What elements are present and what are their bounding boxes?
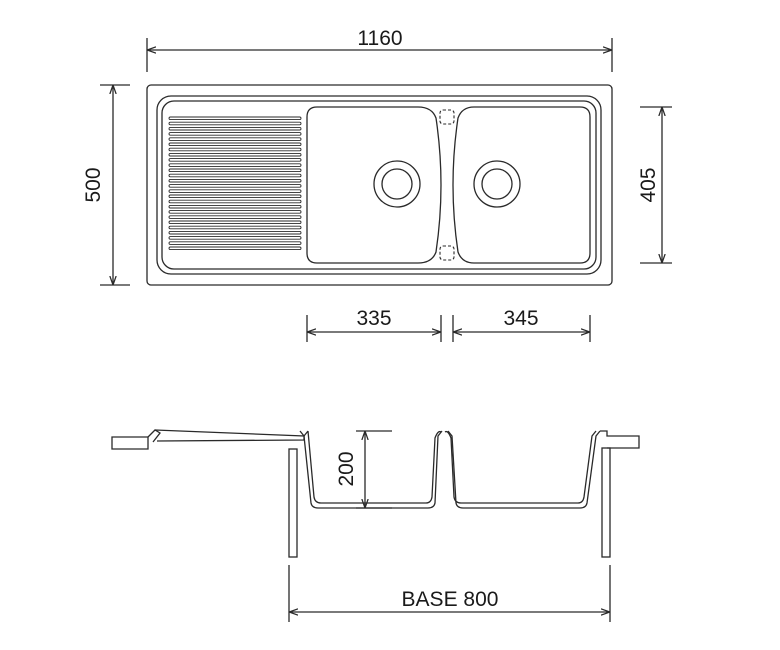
- drainboard-rib: [168, 220, 302, 225]
- drainboard-rib: [168, 132, 302, 136]
- label-overall-depth: 500: [82, 167, 105, 202]
- drainboard-rib: [168, 194, 302, 199]
- drainboard-rib: [168, 225, 302, 230]
- drainboard-rib: [168, 126, 302, 131]
- drainboard-rib: [168, 246, 302, 251]
- drainboard-rib: [168, 199, 302, 204]
- section-view: [111, 429, 640, 622]
- drainboard-rib: [168, 210, 302, 214]
- sink-outer-rim: [146, 84, 613, 286]
- left-rim-lip: [111, 436, 149, 450]
- left-bowl: [306, 106, 442, 264]
- dimension-base: [288, 565, 611, 622]
- drainboard-rib: [168, 230, 302, 235]
- bowls-section-inner: [307, 430, 597, 504]
- label-base: BASE 800: [402, 588, 499, 611]
- sink-inner-rim: [156, 95, 602, 275]
- drainboard-rib: [168, 236, 302, 240]
- drainboard-rib: [168, 163, 302, 167]
- dimension-overall-depth: [100, 84, 130, 286]
- top-view: [100, 38, 672, 342]
- drainboard-rib: [168, 121, 302, 126]
- drainboard-section: [154, 429, 305, 442]
- drainboard-rib: [168, 152, 302, 157]
- drainboard-rib: [168, 116, 302, 121]
- dimension-bowl-height: [356, 430, 392, 509]
- label-right-bowl-width: 345: [503, 307, 538, 330]
- drainboard-rib: [168, 241, 302, 245]
- drainboard-rib: [168, 173, 302, 178]
- dimension-left-bowl-width: [306, 315, 442, 342]
- right-drain-outer: [473, 160, 521, 208]
- left-drain-outer: [373, 160, 421, 208]
- drainboard-rib: [168, 142, 302, 147]
- right-rim-lip: [600, 430, 640, 449]
- drainboard-rib: [168, 137, 302, 141]
- drainboard-rib: [168, 184, 302, 188]
- tap-hole-top: [439, 109, 455, 125]
- label-overall-width: 1160: [357, 27, 402, 50]
- drainboard-rib: [168, 204, 302, 209]
- dimension-right-bowl-width: [452, 315, 591, 342]
- dimension-overall-width: [146, 38, 613, 72]
- drainboard-rib: [168, 168, 302, 173]
- drainboard-ribs: [168, 116, 302, 251]
- drainboard-rib: [168, 215, 302, 219]
- drainboard-rib: [168, 178, 302, 183]
- dimension-bowl-depth: [640, 106, 672, 264]
- drainboard-rib: [168, 147, 302, 152]
- drainboard-rib: [168, 158, 302, 162]
- tap-hole-bottom: [439, 245, 455, 261]
- right-support: [601, 447, 611, 558]
- drainboard-rib: [168, 189, 302, 193]
- label-bowl-depth: 405: [637, 167, 660, 202]
- label-left-bowl-width: 335: [356, 307, 391, 330]
- left-drain-inner: [381, 168, 413, 200]
- sink-inner-rim-offset: [161, 100, 597, 270]
- right-bowl: [452, 106, 591, 264]
- right-drain-inner: [481, 168, 513, 200]
- label-bowl-height: 200: [335, 451, 358, 486]
- left-support: [288, 448, 298, 558]
